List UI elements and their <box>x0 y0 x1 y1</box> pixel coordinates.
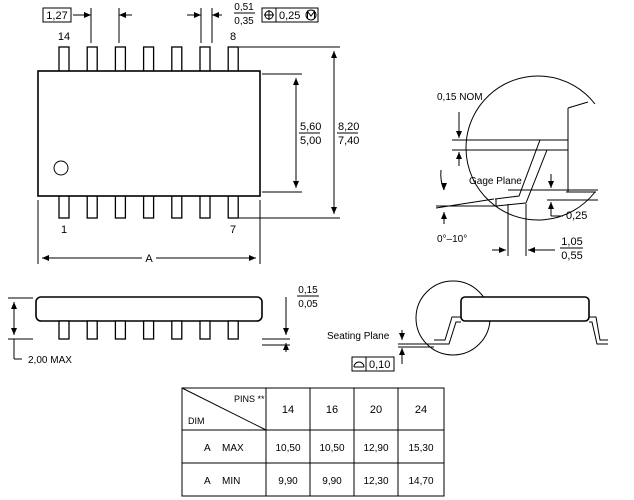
pin-count-header: 24 <box>415 404 427 416</box>
top-pins-upper <box>58 46 239 74</box>
side-pin <box>114 320 127 340</box>
pin-1-label: 1 <box>61 224 67 236</box>
header-dim-label: DIM <box>188 416 205 426</box>
table-cell: 10,50 <box>319 443 344 454</box>
position-symbol-icon <box>264 10 274 20</box>
lead-thickness-label: 0,15 NOM <box>437 92 483 103</box>
pin <box>58 46 70 74</box>
row-qualifier-label: MIN <box>222 476 240 487</box>
side-pin <box>199 320 211 340</box>
seating-plane-label: Seating Plane <box>327 331 390 342</box>
lead-right <box>589 321 608 345</box>
pin-count-header: 16 <box>326 404 338 416</box>
pitch-box <box>42 7 72 23</box>
flatness-frame <box>351 356 395 372</box>
foot-length-max-label: 1,05 <box>561 236 582 248</box>
body-width-max-label: 5,60 <box>300 121 321 133</box>
overall-width-min-label: 7,40 <box>338 135 359 147</box>
row-qualifier-label: MAX <box>222 443 244 454</box>
angle-range-label: 0°–10° <box>437 234 467 245</box>
pin <box>171 193 183 219</box>
side-pin <box>142 320 155 340</box>
top-pins-lower <box>58 193 239 219</box>
pin-count-header: 20 <box>370 404 382 416</box>
side-body <box>35 296 263 322</box>
pin <box>227 46 239 74</box>
pin-width-min-label: 0,35 <box>234 16 254 27</box>
table-cell: 12,30 <box>363 476 388 487</box>
header-pins-label: PINS ** <box>234 394 265 404</box>
side-view: 2,00 MAX 0,15 0,05 <box>8 285 319 366</box>
table-cell: 14,70 <box>408 476 433 487</box>
lead-right <box>589 316 608 341</box>
gage-plane-label: Gage Plane <box>469 176 522 187</box>
pin-count-header: 14 <box>282 404 294 416</box>
pin <box>86 193 98 219</box>
row-dim-label: A <box>204 443 211 454</box>
table-cell: 10,50 <box>275 443 300 454</box>
standoff-min-label: 0,05 <box>298 299 318 310</box>
row-dim-label: A <box>204 476 211 487</box>
pin <box>86 46 98 74</box>
pin-14-label: 14 <box>58 31 70 43</box>
position-tolerance-frame <box>261 7 319 23</box>
lead-left <box>434 321 461 345</box>
pin <box>171 46 183 74</box>
side-pin <box>171 320 183 340</box>
side-pin <box>227 320 239 340</box>
pin <box>142 193 155 219</box>
table-cell: 9,90 <box>322 476 342 487</box>
side-pin <box>86 320 98 340</box>
seating-plane-detail: Seating Plane 0,10 <box>327 280 608 372</box>
header-diagonal <box>181 387 267 431</box>
height-max-label: 2,00 MAX <box>28 355 72 366</box>
detail-body <box>460 296 590 322</box>
lead-bottom-edge <box>495 149 568 207</box>
pin-pitch-label: 1,27 <box>46 10 67 22</box>
overall-width-max-label: 8,20 <box>338 121 359 133</box>
pin <box>114 46 127 74</box>
pin <box>199 193 211 219</box>
detail-circle <box>465 75 596 221</box>
gage-height-label: 0,25 <box>566 210 587 222</box>
table-cell: 12,90 <box>363 443 388 454</box>
pin-8-label: 8 <box>230 31 236 43</box>
pin-7-label: 7 <box>230 224 236 236</box>
foot-length-min-label: 0,55 <box>561 250 582 262</box>
pin <box>58 193 70 219</box>
coplanarity-label: 0,10 <box>369 359 390 371</box>
table-cell: 9,90 <box>278 476 298 487</box>
pin <box>142 46 155 74</box>
side-pin <box>58 320 70 340</box>
pin <box>227 193 239 219</box>
flatness-symbol-icon <box>353 361 365 368</box>
table-cell: 15,30 <box>408 443 433 454</box>
body-edge <box>567 101 589 109</box>
pin1-marker <box>53 160 69 176</box>
mmc-symbol-icon <box>305 9 317 21</box>
gage-plane-detail: 0,15 NOM Gage Plane 0,25 0°–10° 1,05 0,5… <box>435 75 598 262</box>
pin <box>114 193 127 219</box>
pin-width-max-label: 0,51 <box>234 2 254 13</box>
body-width-min-label: 5,00 <box>300 135 321 147</box>
top-view: 1,27 0,51 0,35 0,25 14 8 1 7 <box>37 2 359 265</box>
lead-left <box>434 316 461 341</box>
table-border <box>181 387 445 497</box>
length-label: A <box>145 253 153 265</box>
lead-top-edge <box>494 139 568 200</box>
standoff-max-label: 0,15 <box>298 285 318 296</box>
pin <box>199 46 211 74</box>
side-pins <box>58 320 239 340</box>
angle-lead-line <box>435 198 495 209</box>
position-tolerance-label: 0,25 <box>279 10 300 22</box>
package-body <box>37 70 261 197</box>
